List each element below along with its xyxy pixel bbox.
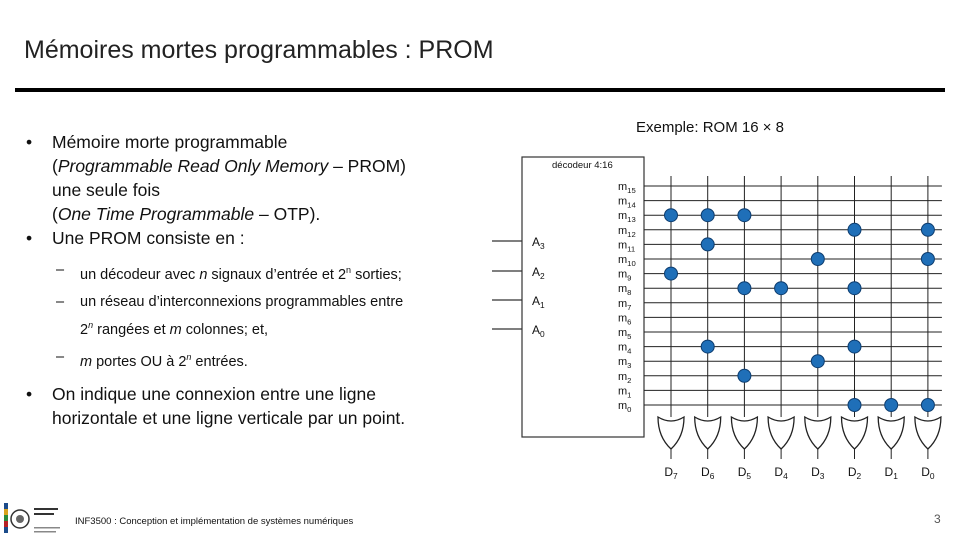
connection-dot — [737, 208, 752, 223]
title-divider — [15, 88, 945, 92]
bullet-consists: • Une PROM consiste en : — [26, 228, 245, 248]
input-label-a0: A0 — [532, 323, 545, 339]
or-gate — [767, 415, 795, 450]
connection-dot — [737, 368, 752, 383]
row-label-m7: m7 — [618, 298, 631, 312]
output-label-d1: D1 — [885, 465, 899, 481]
slide-title: Mémoires mortes programmables : PROM — [24, 36, 494, 64]
subbullet-network: – un réseau d’interconnexions programmab… — [26, 291, 496, 342]
connection-dot — [847, 398, 862, 412]
dash-marker: – — [56, 262, 65, 278]
row-label-m15: m15 — [618, 181, 636, 195]
output-label-d4: D4 — [774, 465, 788, 481]
bullet-dot: • — [26, 228, 33, 248]
or-gate — [730, 415, 759, 450]
or-gate — [804, 415, 832, 450]
connection-dot — [700, 237, 715, 252]
row-label-m11: m11 — [618, 239, 635, 253]
connection-dot — [920, 398, 935, 412]
input-label-a2: A2 — [532, 265, 545, 281]
bullet-prom-line2: (Programmable Read Only Memory – PROM) — [52, 156, 406, 176]
decoder-label: décodeur 4:16 — [552, 160, 613, 171]
row-label-m0: m0 — [618, 400, 631, 414]
example-label: Exemple: ROM 16 × 8 — [636, 119, 784, 136]
bullet-connection: • On indique une connexion entre une lig… — [26, 384, 406, 429]
connection-dot — [847, 222, 862, 237]
row-label-m9: m9 — [618, 269, 631, 283]
bullet-prom-line3: une seule fois — [52, 180, 160, 200]
university-logo — [4, 503, 60, 533]
connection-dot — [700, 339, 715, 354]
prom-diagram: décodeur 4:16A3A2A1A0m15m14m13m12m11m10m… — [492, 156, 942, 481]
output-label-d5: D5 — [738, 465, 752, 481]
or-gate — [840, 415, 869, 450]
dash-marker: – — [56, 293, 65, 310]
connection-dot — [737, 281, 752, 296]
connection-dot — [847, 281, 862, 296]
row-label-m10: m10 — [618, 254, 636, 268]
footer-course: INF3500 : Conception et implémentation d… — [75, 516, 354, 527]
row-label-m1: m1 — [618, 385, 631, 399]
bullet-prom-line4: (One Time Programmable – OTP). — [52, 204, 321, 224]
subbullet-or-gates: – m portes OU à 2n entrées. — [26, 346, 496, 374]
row-label-m8: m8 — [618, 283, 631, 297]
output-label-d0: D0 — [921, 465, 935, 481]
bullet-prom-line1: Mémoire morte programmable — [52, 132, 288, 152]
or-gate — [877, 415, 905, 450]
connection-dot — [664, 266, 678, 281]
row-label-m6: m6 — [618, 312, 631, 326]
output-label-d3: D3 — [811, 465, 825, 481]
bullet-dot: • — [26, 132, 33, 152]
subbullet-decoder: – un décodeur avec n signaux d’entrée et… — [26, 259, 496, 287]
or-gate — [657, 415, 685, 450]
row-label-m12: m12 — [618, 225, 636, 239]
connection-dot — [920, 222, 935, 237]
output-label-d6: D6 — [701, 465, 715, 481]
bullet-prom: • Mémoire morte programmable (Programmab… — [26, 130, 496, 226]
connection-dot — [774, 281, 789, 296]
row-label-m13: m13 — [618, 210, 636, 224]
row-label-m5: m5 — [618, 327, 631, 341]
connection-dot — [847, 339, 862, 354]
or-gate — [914, 415, 942, 450]
connection-dot — [810, 354, 825, 369]
decoder-box — [521, 156, 645, 438]
connection-dot — [920, 252, 935, 266]
output-label-d2: D2 — [848, 465, 862, 481]
row-label-m3: m3 — [618, 356, 631, 370]
bullet-dot: • — [26, 384, 33, 405]
dash-marker: – — [56, 348, 65, 365]
row-label-m14: m14 — [618, 196, 636, 210]
row-label-m4: m4 — [618, 342, 632, 356]
connection-dot — [700, 208, 715, 223]
connection-dot — [664, 208, 678, 223]
output-label-d7: D7 — [664, 465, 678, 481]
bullet-list: • Mémoire morte programmable (Programmab… — [26, 130, 496, 430]
input-label-a1: A1 — [532, 294, 545, 310]
page-number: 3 — [934, 512, 941, 526]
or-gate — [694, 415, 722, 450]
connection-dot — [884, 398, 899, 412]
row-label-m2: m2 — [618, 371, 631, 385]
connection-dot — [810, 252, 825, 266]
input-label-a3: A3 — [532, 235, 545, 251]
